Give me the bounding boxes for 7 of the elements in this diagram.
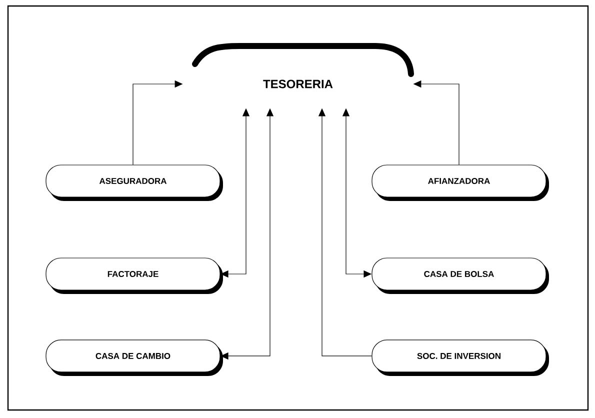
pill-box: FACTORAJE [46,258,223,294]
node-label: TESORERIA [263,80,333,88]
pill-box: SOC. DE INVERSION [372,340,549,376]
pill-box: ASEGURADORA [46,164,223,201]
pill-box: AFIANZADORA [372,164,549,201]
pill-box: CASA DE CAMBIO [46,340,223,376]
pill-box: CASA DE BOLSA [372,258,549,294]
